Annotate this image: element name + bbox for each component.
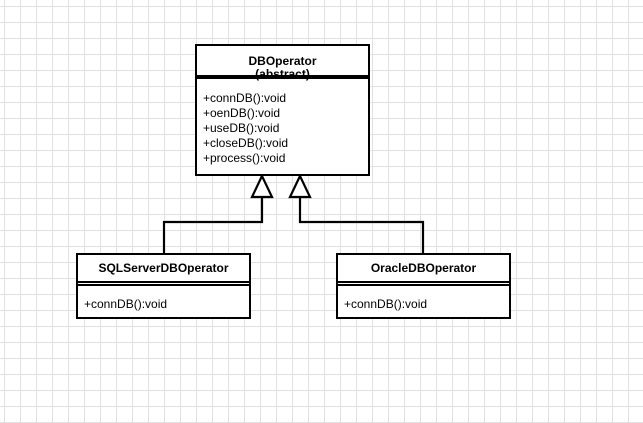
class-oracledboperator-header: OracleDBOperator bbox=[338, 255, 509, 283]
class-oracledboperator-name: OracleDBOperator bbox=[370, 261, 477, 275]
method-item: +connDB():void bbox=[203, 91, 287, 105]
oracle-inheritance-arrowhead bbox=[288, 173, 312, 199]
class-dboperator-divider bbox=[197, 77, 368, 79]
method-item: +connDB():void bbox=[344, 297, 428, 311]
class-dboperator[interactable]: DBOperator (abstract) +connDB():void +oe… bbox=[195, 44, 370, 176]
class-sqlserverdboperator-header: SQLServerDBOperator bbox=[78, 255, 249, 283]
class-sqlserverdboperator-name: SQLServerDBOperator bbox=[98, 261, 229, 275]
method-item: +useDB():void bbox=[203, 121, 280, 135]
method-item: +oenDB():void bbox=[203, 106, 281, 120]
class-oracledboperator[interactable]: OracleDBOperator +connDB():void bbox=[336, 253, 511, 319]
class-sqlserverdboperator-methods: +connDB():void bbox=[84, 297, 167, 312]
sqlserver-inheritance-arrowhead bbox=[250, 173, 274, 199]
class-dboperator-name: DBOperator bbox=[248, 54, 317, 68]
class-oracledboperator-divider bbox=[338, 284, 509, 286]
class-dboperator-methods: +connDB():void +oenDB():void +useDB():vo… bbox=[203, 91, 288, 166]
method-item: +connDB():void bbox=[84, 297, 168, 311]
method-item: +closeDB():void bbox=[203, 136, 289, 150]
class-oracledboperator-methods: +connDB():void bbox=[344, 297, 427, 312]
class-dboperator-header: DBOperator (abstract) bbox=[197, 46, 368, 81]
class-dboperator-stereotype: (abstract) bbox=[255, 67, 310, 81]
class-sqlserverdboperator-divider bbox=[78, 284, 249, 286]
class-sqlserverdboperator[interactable]: SQLServerDBOperator +connDB():void bbox=[76, 253, 251, 319]
sqlserver-inheritance-line bbox=[162, 197, 264, 253]
method-item: +process():void bbox=[203, 151, 286, 165]
oracle-inheritance-line bbox=[298, 197, 425, 253]
